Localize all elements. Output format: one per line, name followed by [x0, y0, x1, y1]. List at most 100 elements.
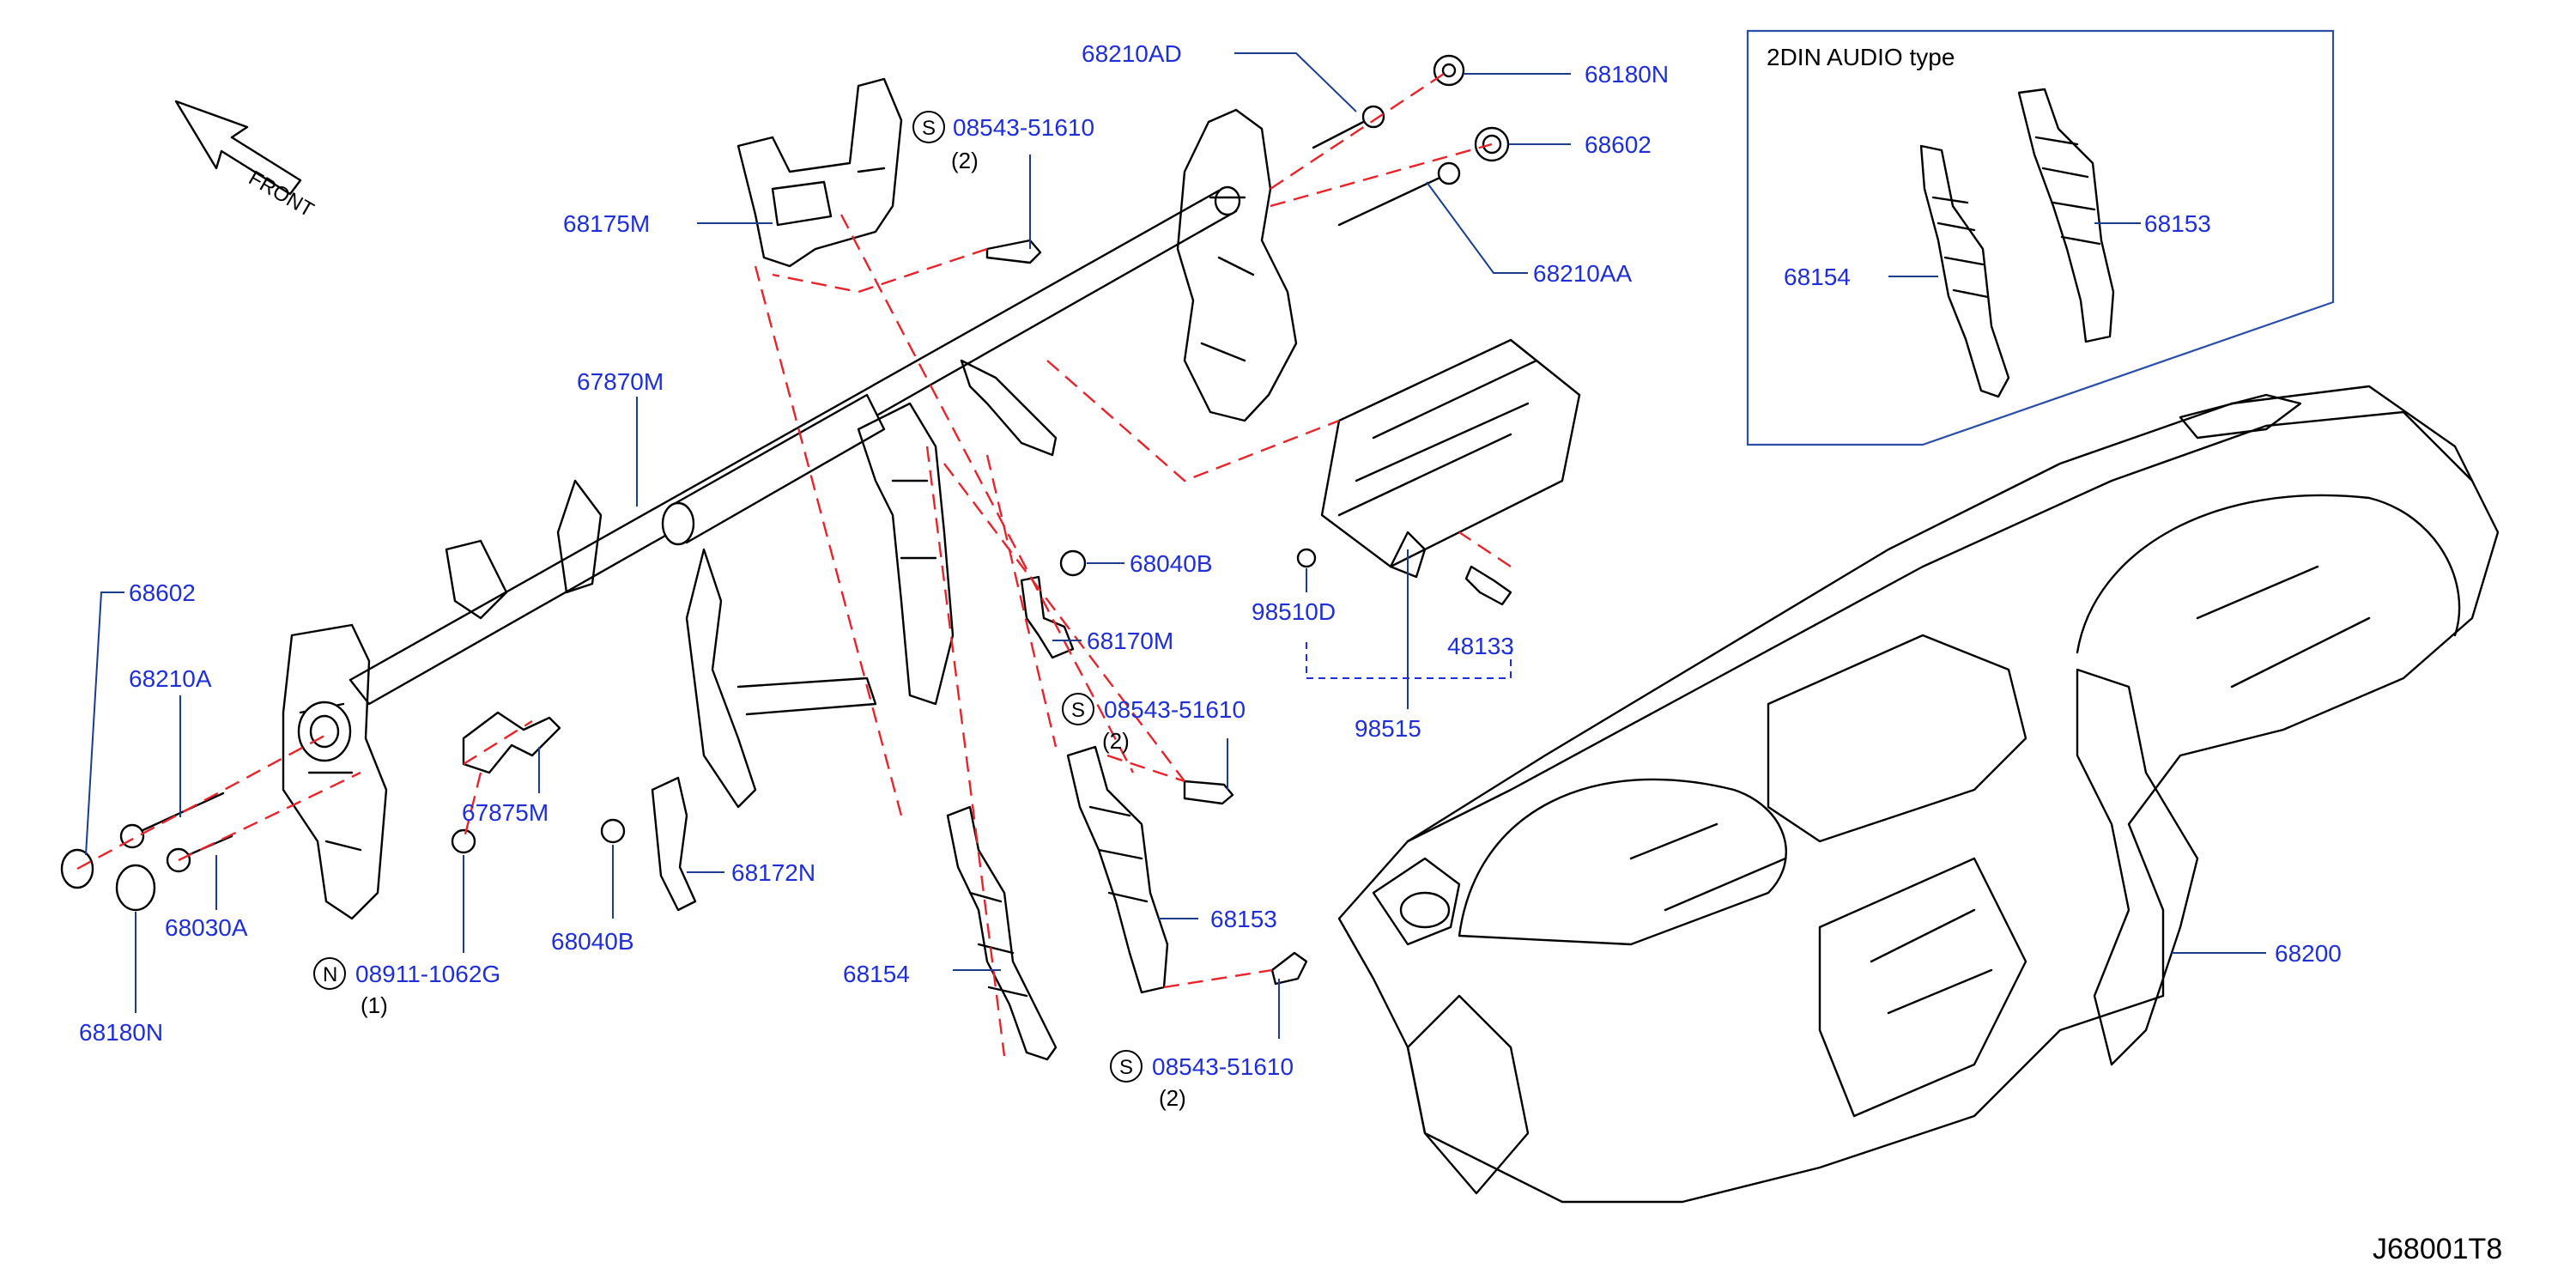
- screw-08543-c: [1270, 951, 1308, 986]
- label-98510D: 98510D: [1252, 598, 1336, 625]
- fastener-mark: S: [922, 117, 936, 140]
- panel-lower-left-leg: [1406, 994, 1530, 1195]
- nut-08911: [451, 828, 476, 854]
- panel-top-ridge: [1406, 410, 2474, 843]
- audio-unit-98515: [1320, 338, 1581, 579]
- fastener-mark-circle: [912, 111, 945, 143]
- left-bracket-hole: [297, 701, 352, 762]
- inset-bracket-68154: [1919, 144, 2010, 398]
- fastener-part: 08543-51610: [953, 114, 1094, 141]
- cross-bar-end: [1214, 185, 1241, 216]
- label-68180N-top: 68180N: [1585, 61, 1669, 88]
- nut-68180N-top-hole: [1441, 63, 1457, 78]
- label-68200: 68200: [2275, 940, 2342, 967]
- cap-68602-top-inner: [1482, 134, 1502, 155]
- fastener-mark-circle: [1110, 1050, 1143, 1083]
- guide-left-bolts: [76, 733, 361, 871]
- label-68154: 68154: [843, 961, 910, 987]
- fastener-part: 08543-51610: [1152, 1053, 1294, 1080]
- bolt-68210AA-head: [1437, 161, 1461, 185]
- audio-unit-body: [1320, 338, 1581, 568]
- audio-unit-face: [1337, 338, 1581, 517]
- front-label: FRONT: [245, 167, 318, 222]
- guide-68175M: [754, 214, 1135, 816]
- cross-bar-large-section: [668, 393, 886, 544]
- guide-top-bolts: [1270, 70, 1493, 208]
- label-48133: 48133: [1447, 633, 1514, 659]
- bracket-68154: [946, 805, 1058, 1061]
- fastener-callout-3: S 08543-51610 (2): [1110, 1050, 1294, 1111]
- label-68175M: 68175M: [563, 210, 650, 237]
- bracket-67875M: [462, 711, 561, 774]
- leader-68602-left: [85, 592, 124, 856]
- steering-member-67870M: [282, 108, 1298, 920]
- center-stay: [857, 402, 955, 706]
- column-bracket-c: [445, 539, 508, 620]
- fastener-mark-circle: [313, 957, 346, 990]
- fastener-callout-1: S 08543-51610 (2): [912, 111, 1094, 173]
- label-68602-left: 68602: [129, 579, 196, 606]
- panel-outline: [1337, 385, 2500, 1204]
- label-68040B-mid: 68040B: [1130, 550, 1213, 577]
- inset-bracket-68153: [2017, 88, 2115, 343]
- bolt-68210AA: [1337, 172, 1451, 227]
- fastener-part: 08543-51610: [1104, 696, 1246, 723]
- left-bracket-hole-inner: [309, 714, 340, 749]
- guide-67875M: [462, 719, 533, 842]
- front-arrow-icon: [174, 100, 302, 196]
- panel-top-vent: [2179, 393, 2302, 440]
- label-68153: 68153: [1210, 906, 1277, 932]
- fastener-mark-circle: [1062, 693, 1094, 725]
- callout-labels: 68210AD 68180N 68602 68210AA 68175M 6787…: [79, 40, 2342, 1046]
- panel-right-arch: [2076, 494, 2461, 654]
- label-68170M: 68170M: [1087, 628, 1173, 654]
- panel-ribs: [1629, 565, 2371, 1015]
- right-side-bracket: [1176, 108, 1298, 422]
- label-68602-top: 68602: [1585, 131, 1652, 158]
- cross-bar-collar: [661, 501, 695, 546]
- leader-68210AA: [1426, 181, 1528, 274]
- label-67875M: 67875M: [462, 799, 549, 826]
- panel-left-vent-round: [1399, 891, 1451, 929]
- fastener-qty: (1): [361, 992, 388, 1018]
- label-98515: 98515: [1355, 715, 1421, 742]
- bolt-48133: [1464, 565, 1512, 606]
- fastener-qty: (2): [951, 148, 979, 173]
- fastener-mark: S: [1119, 1056, 1133, 1079]
- instrument-panel-68200: [1337, 385, 2500, 1204]
- leader-lines: [85, 52, 2266, 1039]
- label-68172N: 68172N: [731, 859, 815, 886]
- column-bracket-b: [556, 479, 603, 594]
- label-68040B-left: 68040B: [551, 928, 634, 955]
- fastener-mark: S: [1071, 699, 1085, 722]
- bracket-68170M: [1020, 575, 1075, 659]
- fastener-callout-4: N 08911-1062G (1): [313, 957, 500, 1018]
- label-68180N-left: 68180N: [79, 1019, 163, 1046]
- label-67870M: 67870M: [577, 368, 664, 395]
- diagram-code: J68001T8: [2373, 1233, 2502, 1265]
- inset-frame: [1746, 29, 2335, 446]
- fastener-callout-2: S 08543-51610 (2): [1062, 693, 1246, 754]
- label-68210AA: 68210AA: [1533, 260, 1633, 287]
- fastener-qty: (2): [1102, 728, 1130, 754]
- panel-glovebox-area: [1818, 857, 2027, 1118]
- screw-08543-b: [1183, 780, 1234, 805]
- label-68030A: 68030A: [165, 914, 248, 941]
- nut-68040B-mid: [1059, 549, 1087, 577]
- panel-center-opening: [1767, 634, 2027, 843]
- bolt-68210AD-head: [1361, 105, 1385, 129]
- inset-title: 2DIN AUDIO type: [1767, 44, 1955, 70]
- guide-68153: [1106, 754, 1273, 989]
- fastener-mark: N: [323, 963, 337, 986]
- screw-98510D: [1296, 548, 1317, 568]
- screw-08543-a: [985, 239, 1042, 264]
- guide-68154: [925, 446, 1185, 1057]
- panel-center-bracket: [2076, 668, 2199, 1066]
- inset-label-68154: 68154: [1784, 264, 1851, 290]
- fastener-callouts: S 08543-51610 (2) S 08543-51610 (2) S 08…: [313, 111, 1294, 1111]
- guide-audio: [1046, 360, 1512, 567]
- lower-stay: [685, 548, 877, 809]
- nut-68180N-left: [115, 864, 156, 912]
- panel-left-vent: [1372, 857, 1461, 946]
- fastener-part: 08911-1062G: [355, 961, 500, 987]
